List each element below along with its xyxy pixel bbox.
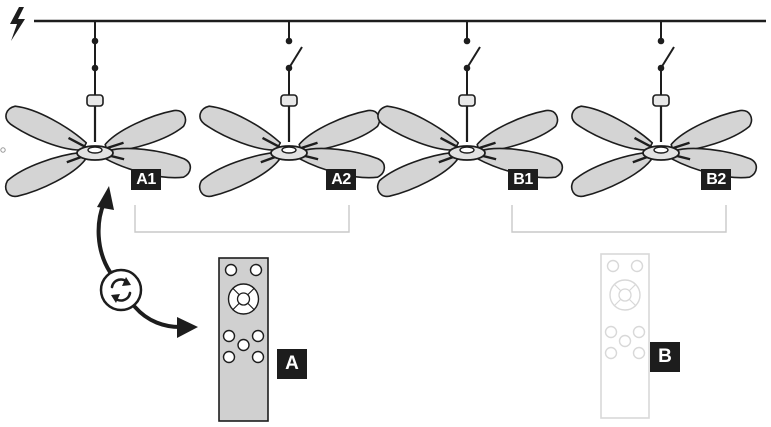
remote-button — [222, 329, 236, 343]
fan-label-a1: A1 — [131, 169, 161, 190]
fan-label-b1: B1 — [508, 169, 538, 190]
group-a-bracket — [134, 205, 350, 233]
remote-label-b: B — [650, 342, 680, 372]
remote-button — [606, 259, 620, 273]
fan-label-b2: B2 — [701, 169, 731, 190]
fan-a1 — [0, 21, 194, 201]
remote-b — [600, 253, 650, 419]
fan-b2 — [566, 21, 760, 201]
fan-b1 — [372, 21, 566, 201]
remote-button — [604, 325, 618, 339]
canopy — [458, 94, 476, 107]
remote-button — [630, 259, 644, 273]
sync-icon — [99, 268, 143, 312]
remote-button — [632, 346, 646, 360]
remote-button — [618, 334, 632, 348]
remote-button — [604, 346, 618, 360]
remote-a — [218, 257, 269, 422]
power-bolt-icon — [10, 7, 25, 41]
pairing-arrow-down — [133, 305, 182, 329]
fan-blade — [194, 147, 284, 201]
fan-blade — [372, 147, 462, 201]
fan-blade — [373, 98, 462, 162]
fan-a2 — [194, 21, 388, 201]
switch-b2 — [657, 21, 675, 95]
remote-label-a: A — [277, 349, 307, 379]
remote-button — [222, 350, 236, 364]
remote-button — [224, 263, 238, 277]
canopy — [86, 94, 104, 107]
remote-button — [251, 350, 265, 364]
remote-button — [251, 329, 265, 343]
fan-blade — [1, 98, 90, 162]
canopy — [652, 94, 670, 107]
switch-a2 — [285, 21, 303, 95]
pairing-arrow-up — [96, 201, 112, 274]
fan-blade — [195, 98, 284, 162]
switch-b1 — [463, 21, 481, 95]
arrowhead-down — [177, 317, 198, 338]
remote-button — [249, 263, 263, 277]
arrowhead-up — [97, 186, 114, 210]
fan-label-a2: A2 — [326, 169, 356, 190]
remote-button — [632, 325, 646, 339]
fan-blade — [567, 98, 656, 162]
edge-mark — [0, 147, 6, 153]
fan-blade — [566, 147, 656, 201]
canopy — [280, 94, 298, 107]
switch-a1 — [91, 21, 99, 95]
fan-blade — [0, 147, 90, 201]
group-b-bracket — [511, 205, 727, 233]
remote-button — [237, 338, 250, 352]
